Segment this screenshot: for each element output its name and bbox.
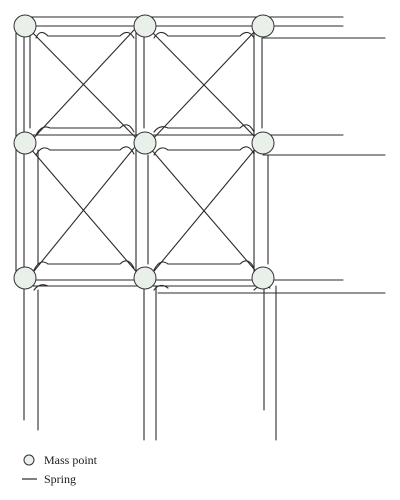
legend-spring-label: Spring	[44, 472, 76, 486]
mass-point-r1c3	[251, 14, 275, 38]
spring-diag-c22-b	[149, 147, 257, 277]
legend-mass-label: Mass point	[44, 453, 98, 467]
spring-diag-c12-a	[149, 29, 261, 143]
spring-inner-row3-right	[153, 260, 255, 271]
mass-point-r3c3	[251, 266, 275, 290]
spring-diag-c11-b	[29, 29, 135, 143]
spring-inner-top-right	[153, 31, 255, 39]
spring-inner-row3-left	[33, 260, 135, 271]
mass-point-r1c1	[13, 14, 37, 38]
mass-point-r1c2	[133, 14, 157, 38]
mass-point-r2c1	[13, 131, 37, 155]
mass-point-r3c2	[133, 266, 157, 290]
spring-inner-row2b-left	[35, 146, 135, 156]
springs-layer	[15, 16, 386, 441]
mass-point-r3c1	[13, 266, 37, 290]
spring-inner-top-left	[35, 31, 135, 39]
spring-inner-row2b-right	[153, 146, 255, 156]
mass-points-layer	[13, 14, 275, 290]
spring-diag-c21-a	[29, 147, 141, 277]
spring-diag-c21-b	[29, 147, 135, 277]
spring-diag-c11-a	[29, 29, 141, 143]
legend-mass-icon	[23, 454, 35, 466]
mass-point-r2c2	[133, 131, 157, 155]
spring-inner-row3-bottom-left	[33, 284, 49, 291]
mass-point-r2c3	[251, 131, 275, 155]
spring-inner-row2a-left	[35, 124, 135, 136]
spring-inner-row2a-right	[153, 124, 255, 133]
legend: Mass point Spring	[22, 453, 98, 486]
spring-inner-row3-bottom-right	[153, 284, 169, 291]
spring-diag-c22-a	[149, 147, 261, 277]
spring-diag-c12-b	[149, 29, 257, 143]
